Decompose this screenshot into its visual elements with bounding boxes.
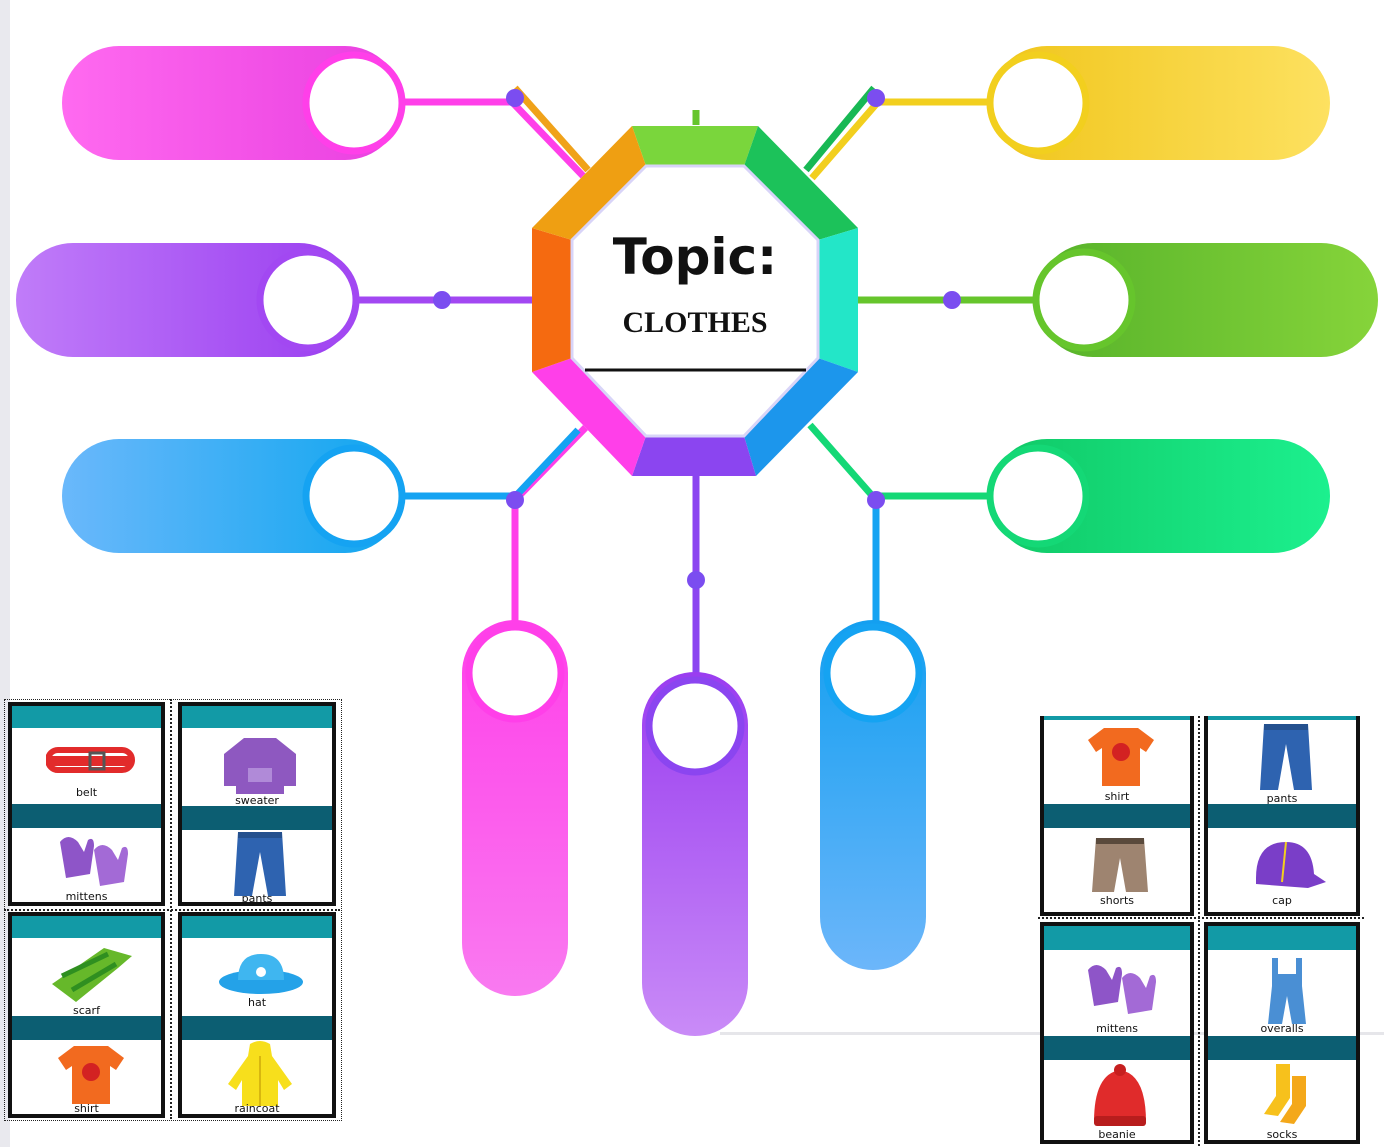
card-label: scarf (73, 1004, 100, 1017)
topic-subtitle: CLOTHES (622, 306, 768, 339)
card-label: pants (241, 892, 273, 905)
card-header-bar (1208, 926, 1356, 950)
card-label: beanie (1098, 1128, 1136, 1141)
card-divider-bar (182, 806, 332, 830)
connector-dots (433, 89, 961, 589)
card-header-bar (12, 916, 161, 938)
card-label: hat (247, 996, 267, 1009)
beanie-icon (1094, 1064, 1146, 1126)
pants-icon (1260, 724, 1312, 790)
raincoat-icon (228, 1041, 292, 1106)
mittens-icon (1088, 965, 1156, 1014)
card-divider-bar (1208, 804, 1356, 828)
pill-right-2 (1032, 243, 1378, 357)
vocab-card: scarf shirt (8, 912, 165, 1118)
card-divider-bar (1044, 804, 1190, 828)
vocab-card: pants cap (1204, 716, 1360, 916)
card-header-bar (182, 916, 332, 938)
pill-left-3 (62, 439, 406, 553)
right-cards-cutline-v (1198, 716, 1200, 1146)
card-label: pants (1266, 792, 1298, 805)
vocab-card: hat raincoat (178, 912, 336, 1118)
pill-bottom-3 (820, 620, 926, 970)
cap-icon (1256, 841, 1326, 888)
vocab-card: shirt shorts (1040, 716, 1194, 916)
pill-bottom-2 (642, 672, 748, 1036)
vocab-card: sweater pants (178, 702, 336, 906)
card-label: shirt (1104, 790, 1130, 803)
pill-left-1 (62, 46, 406, 160)
card-label: shorts (1100, 894, 1134, 907)
belt-icon (46, 747, 135, 773)
shirt-icon (58, 1046, 124, 1104)
card-label: socks (1266, 1128, 1298, 1141)
hat-icon (219, 954, 303, 994)
vocab-card: belt mittens (8, 702, 165, 906)
pill-right-3 (986, 439, 1330, 553)
card-header-bar (182, 706, 332, 728)
card-label: belt (75, 786, 98, 799)
card-divider-bar (1044, 1036, 1190, 1060)
card-label: mittens (1096, 1022, 1138, 1035)
mittens-icon (60, 837, 128, 886)
card-label: cap (1272, 894, 1292, 907)
topic-title: Topic: (612, 228, 778, 286)
card-label: raincoat (234, 1102, 280, 1115)
right-cards-cutline-h (1038, 917, 1364, 919)
card-header-bar (1208, 716, 1356, 720)
card-label: sweater (235, 794, 279, 807)
topic-octagon (532, 126, 858, 476)
card-label: shirt (74, 1102, 99, 1115)
card-header-bar (1044, 926, 1190, 950)
card-divider-bar (12, 1016, 161, 1040)
pill-left-2 (16, 243, 360, 357)
card-divider-bar (12, 804, 161, 828)
page-edge (0, 0, 10, 1147)
card-label: mittens (65, 890, 108, 903)
left-cards-cutline-h (4, 909, 340, 911)
pill-right-1 (986, 46, 1330, 160)
shorts-icon (1092, 838, 1148, 892)
socks-icon (1264, 1064, 1306, 1124)
pill-bottom-1 (462, 620, 568, 996)
pants-icon (234, 832, 286, 896)
vocab-card: overalls socks (1204, 922, 1360, 1144)
shirt-icon (1088, 728, 1154, 786)
sweater-icon (224, 738, 296, 794)
card-label: overalls (1260, 1022, 1304, 1035)
card-divider-bar (1208, 1036, 1356, 1060)
scarf-icon (52, 948, 132, 1002)
card-divider-bar (182, 1016, 332, 1040)
overalls-icon (1268, 958, 1306, 1024)
card-header-bar (1044, 716, 1190, 720)
card-header-bar (12, 706, 161, 728)
vocab-card: mittens beanie (1040, 922, 1194, 1144)
